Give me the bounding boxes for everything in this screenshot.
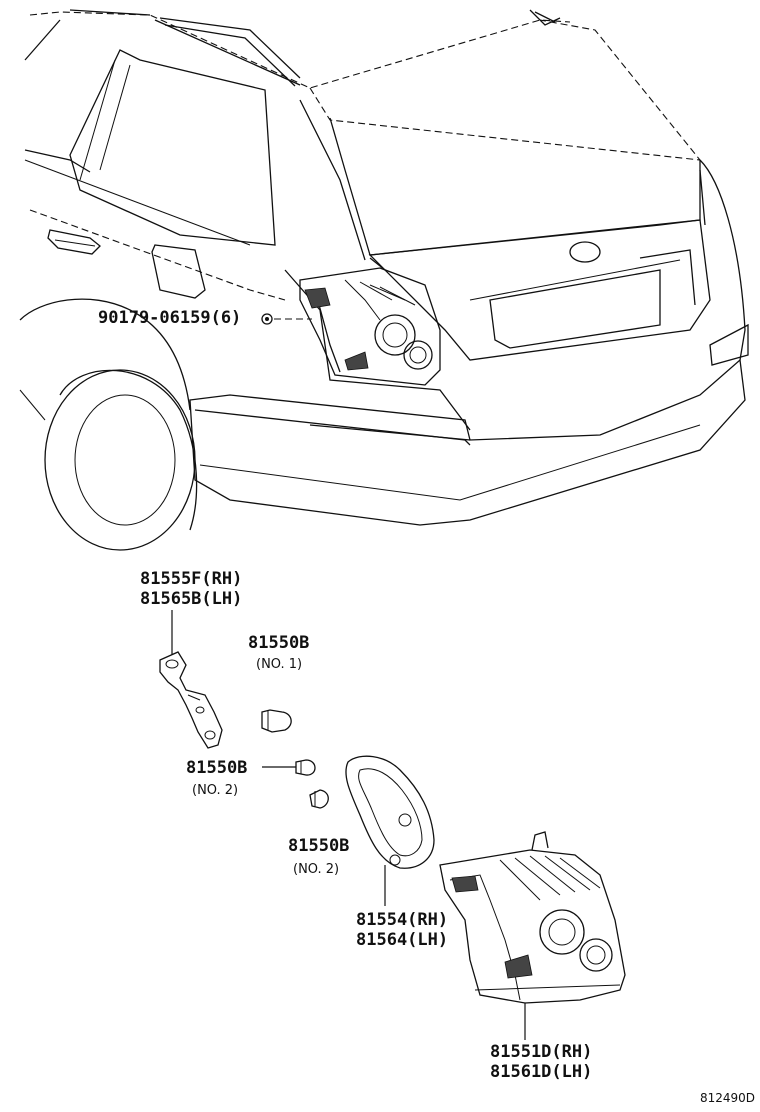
bulb-no1-part (261, 709, 292, 733)
bulb-no2a-note: (NO. 2) (192, 783, 238, 798)
bulb-no2b-part (309, 789, 329, 809)
lamp-rh-part-number: 81551D(RH) (490, 1042, 592, 1062)
gasket-lh-part-number: 81564(LH) (356, 930, 448, 950)
bulb-no2a-part-number: 81550B (186, 758, 247, 778)
vehicle-tail-lamp (299, 257, 441, 386)
clip-part-number: 90179-06159(6) (98, 308, 241, 328)
bulb-no2b-note: (NO. 2) (293, 862, 339, 877)
socket-lh-part-number: 81565B(LH) (140, 589, 242, 609)
gasket-rh-part-number: 81554(RH) (356, 910, 448, 930)
tail-lamp-assembly-part (439, 831, 626, 1040)
socket-bracket-part (159, 610, 223, 749)
bulb-no1-note: (NO. 1) (256, 657, 302, 672)
socket-rh-part-number: 81555F(RH) (140, 569, 242, 589)
clip-part (261, 313, 312, 325)
lamp-lh-part-number: 81561D(LH) (490, 1062, 592, 1082)
bulb-no2a-part (262, 759, 316, 776)
gasket-part (345, 755, 435, 906)
illustration-code: 812490D (700, 1091, 755, 1105)
vehicle-rear-illustration (19, 9, 749, 551)
bulb-no1-part-number: 81550B (248, 633, 309, 653)
bulb-no2b-part-number: 81550B (288, 836, 349, 856)
